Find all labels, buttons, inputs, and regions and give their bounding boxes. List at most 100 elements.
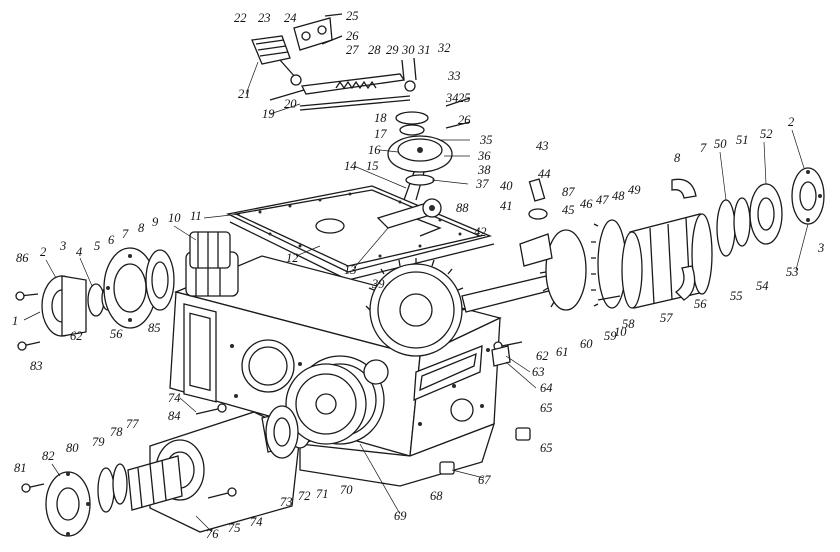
callout-21: 21 [238, 87, 251, 101]
callout-25: 25 [458, 91, 471, 105]
callout-86: 86 [16, 251, 29, 265]
callout-63: 63 [532, 365, 545, 379]
callout-7: 7 [122, 227, 129, 241]
callout-69: 69 [394, 509, 407, 523]
pedal-linkage [251, 13, 471, 201]
callout-8: 8 [674, 151, 681, 165]
callout-32: 32 [437, 41, 451, 55]
callout-28: 28 [368, 43, 381, 57]
callout-37: 37 [475, 177, 489, 191]
callout-68: 68 [430, 489, 443, 503]
callout-7: 7 [700, 141, 707, 155]
callout-87: 87 [562, 185, 575, 199]
callout-48: 48 [612, 189, 625, 203]
callout-39: 39 [371, 277, 385, 291]
callout-81: 81 [14, 461, 27, 475]
callout-29: 29 [386, 43, 399, 57]
callout-42: 42 [474, 225, 487, 239]
callout-10: 10 [168, 211, 181, 225]
callout-45: 45 [562, 203, 575, 217]
left-flange-assembly [15, 231, 231, 351]
callout-2: 2 [40, 245, 46, 259]
callout-57: 57 [660, 311, 673, 325]
callout-34: 34 [445, 91, 459, 105]
callout-1: 1 [12, 314, 18, 328]
callout-26: 26 [458, 113, 471, 127]
callout-79: 79 [92, 435, 105, 449]
callout-8: 8 [138, 221, 145, 235]
callout-38: 38 [477, 163, 491, 177]
callout-33: 33 [447, 69, 461, 83]
callout-82: 82 [42, 449, 55, 463]
callout-73: 73 [280, 495, 293, 509]
callout-3: 3 [817, 241, 824, 255]
callout-22: 22 [234, 11, 247, 25]
callout-76: 76 [206, 527, 219, 541]
callout-54: 54 [756, 279, 769, 293]
callout-25: 25 [346, 9, 359, 23]
callout-53: 53 [786, 265, 799, 279]
callout-30: 30 [401, 43, 415, 57]
callout-24: 24 [284, 11, 297, 25]
callout-74: 74 [168, 391, 181, 405]
output-housing [21, 363, 531, 537]
callout-78: 78 [110, 425, 123, 439]
callout-72: 72 [298, 489, 311, 503]
callout-6: 6 [108, 233, 115, 247]
callout-13: 13 [344, 263, 357, 277]
callout-80: 80 [66, 441, 79, 455]
callout-47: 47 [596, 193, 609, 207]
callout-23: 23 [258, 11, 271, 25]
callout-56: 56 [110, 327, 123, 341]
callout-83: 83 [30, 359, 43, 373]
callout-60: 60 [580, 337, 593, 351]
callout-88: 88 [456, 201, 469, 215]
callout-20: 20 [284, 97, 297, 111]
callout-61: 61 [556, 345, 569, 359]
callout-84: 84 [168, 409, 181, 423]
callout-43: 43 [536, 139, 549, 153]
callout-10: 10 [614, 325, 627, 339]
callout-40: 40 [500, 179, 513, 193]
callout-65: 65 [540, 441, 553, 455]
callout-62: 62 [70, 329, 83, 343]
callout-16: 16 [368, 143, 381, 157]
callout-56: 56 [694, 297, 707, 311]
callout-77: 77 [126, 417, 139, 431]
callout-62: 62 [536, 349, 549, 363]
callout-44: 44 [538, 167, 551, 181]
callout-12: 12 [286, 251, 299, 265]
callout-2: 2 [788, 115, 794, 129]
callout-64: 64 [540, 381, 553, 395]
callout-18: 18 [374, 111, 387, 125]
callout-17: 17 [374, 127, 387, 141]
callout-41: 41 [500, 199, 513, 213]
callout-27: 27 [346, 43, 359, 57]
callout-5: 5 [94, 239, 100, 253]
callout-labels: 1 2 2 3 3 4 5 6 7 7 8 8 9 10 10 11 12 13… [12, 9, 824, 541]
callout-15: 15 [366, 159, 379, 173]
cover-plate [225, 185, 495, 281]
callout-9: 9 [152, 215, 159, 229]
callout-55: 55 [730, 289, 743, 303]
right-shaft-assembly [461, 167, 825, 367]
callout-19: 19 [262, 107, 275, 121]
callout-31: 31 [417, 43, 431, 57]
callout-58: 58 [622, 317, 635, 331]
callout-36: 36 [477, 149, 491, 163]
callout-70: 70 [340, 483, 353, 497]
callout-26: 26 [346, 29, 359, 43]
callout-35: 35 [479, 133, 493, 147]
callout-49: 49 [628, 183, 641, 197]
callout-75: 75 [228, 521, 241, 535]
callout-46: 46 [580, 197, 593, 211]
callout-52: 52 [760, 127, 773, 141]
callout-14: 14 [344, 159, 357, 173]
leader-lines [23, 61, 809, 533]
callout-3: 3 [59, 239, 66, 253]
callout-59: 59 [604, 329, 617, 343]
callout-50: 50 [714, 137, 727, 151]
callout-85: 85 [148, 321, 161, 335]
callout-65: 65 [540, 401, 553, 415]
